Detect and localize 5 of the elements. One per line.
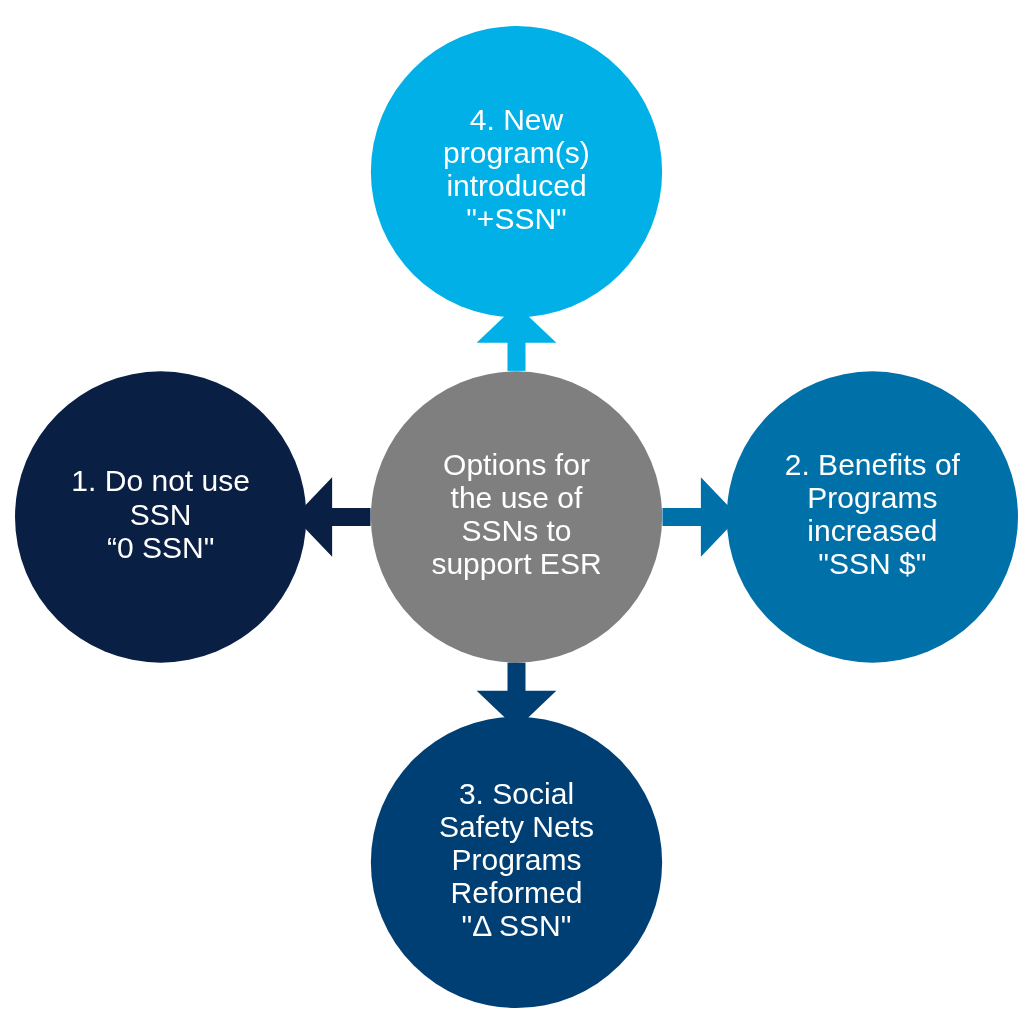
node-circle: 4. New program(s) introduced "+SSN" — [370, 25, 662, 317]
node-circle: Options for the use of SSNs to support ESR — [370, 370, 662, 663]
node-circle: 1. Do not use SSN “0 SSN" — [14, 370, 306, 663]
node-circle: 3. Social Safety Nets Programs Reformed "Δ SSN" — [370, 716, 662, 1008]
node-circle: 2. Benefits of Programs increased "SSN $" — [726, 370, 1018, 663]
